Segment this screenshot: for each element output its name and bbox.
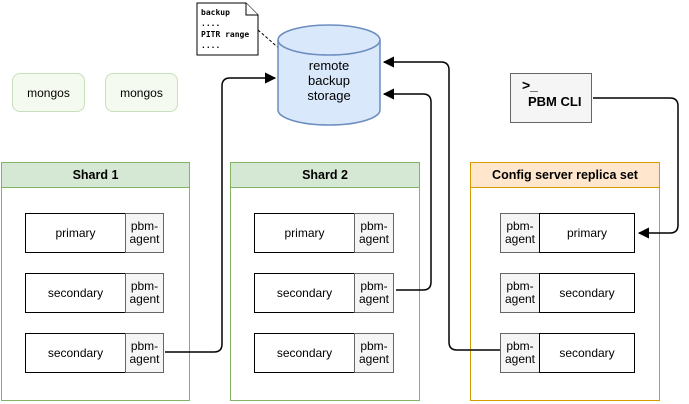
node-row: pbm-agent secondary <box>500 273 635 313</box>
note-line: .... <box>201 19 221 28</box>
node-row: secondary pbm-agent <box>254 273 394 313</box>
cluster-shard-1: Shard 1 primary pbm-agent secondary pbm-… <box>1 162 190 401</box>
terminal-prompt-icon: >_ <box>522 77 538 93</box>
node-role-primary: primary <box>539 213 635 253</box>
node-role-secondary: secondary <box>25 273 126 313</box>
pbm-agent-box: pbm-agent <box>500 333 540 373</box>
mongos-box-1: mongos <box>12 73 85 112</box>
note-storage-dashed-link <box>257 29 297 64</box>
node-row: pbm-agent secondary <box>500 333 635 373</box>
mongos-label: mongos <box>120 85 163 100</box>
node-row: pbm-agent primary <box>500 213 635 253</box>
pbm-cli-label: PBM CLI <box>528 94 582 109</box>
node-role-secondary: secondary <box>254 273 355 313</box>
node-role-secondary: secondary <box>254 333 355 373</box>
node-role-secondary: secondary <box>25 333 126 373</box>
pbm-agent-box: pbm-agent <box>354 213 394 253</box>
cluster-shard-2: Shard 2 primary pbm-agent secondary pbm-… <box>230 162 420 401</box>
storage-label: remote backup storage <box>307 58 351 103</box>
node-row: secondary pbm-agent <box>254 333 394 373</box>
node-row: primary pbm-agent <box>254 213 394 253</box>
pbm-agent-box: pbm-agent <box>354 333 394 373</box>
backup-note-text: backup.... PITR range.... <box>201 7 249 51</box>
cluster-shard-2-header: Shard 2 <box>231 163 419 188</box>
node-role-secondary: secondary <box>539 273 635 313</box>
pbm-agent-box: pbm-agent <box>125 333 164 373</box>
node-role-primary: primary <box>254 213 355 253</box>
node-row: secondary pbm-agent <box>25 273 164 313</box>
cluster-shard-1-header: Shard 1 <box>2 163 189 188</box>
node-row: secondary pbm-agent <box>25 333 164 373</box>
node-role-primary: primary <box>25 213 126 253</box>
note-line: PITR range <box>201 30 250 39</box>
mongos-box-2: mongos <box>105 73 178 112</box>
pbm-agent-box: pbm-agent <box>354 273 394 313</box>
cluster-config-server-header: Config server replica set <box>471 163 659 188</box>
pbm-agent-box: pbm-agent <box>125 273 164 313</box>
cluster-config-server: Config server replica set pbm-agent prim… <box>470 162 660 401</box>
note-line: backup <box>201 8 230 17</box>
node-role-secondary: secondary <box>539 333 635 373</box>
node-row: primary pbm-agent <box>25 213 164 253</box>
pbm-agent-box: pbm-agent <box>500 213 540 253</box>
pbm-agent-box: pbm-agent <box>500 273 540 313</box>
pbm-cli-box: >_ PBM CLI <box>510 73 592 123</box>
note-line: .... <box>201 41 221 50</box>
mongos-label: mongos <box>27 85 70 100</box>
pbm-agent-box: pbm-agent <box>125 213 164 253</box>
